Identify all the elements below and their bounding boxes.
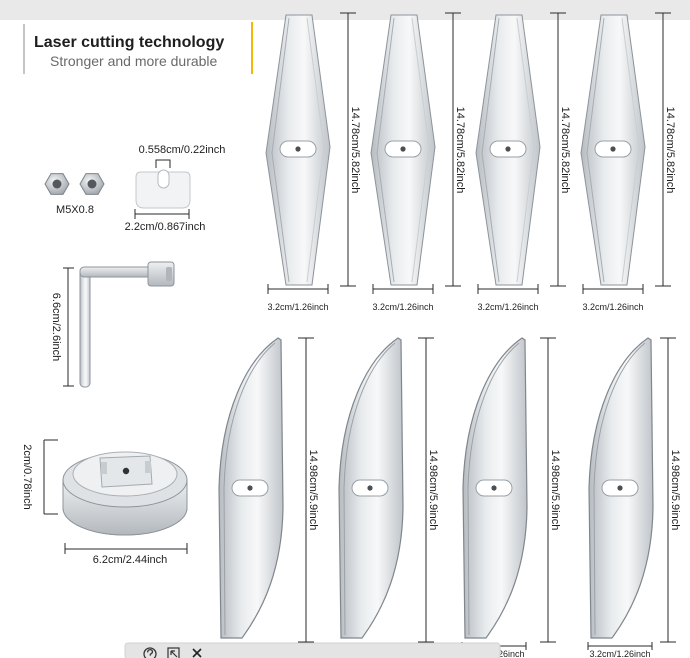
straight-blade-1-width-line <box>267 284 329 294</box>
curved-blade-3-body <box>462 337 528 639</box>
expand-icon[interactable] <box>167 647 180 658</box>
washer-hole-bracket <box>155 159 171 168</box>
curved-blades: 14.98cm/5.9inch 14.98cm/5.9inch 14.98cm/… <box>218 337 681 658</box>
l-wrench: 6.6cm/2.6inch <box>50 261 175 388</box>
straight-blade-2: 14.78cm/5.82inch 3.2cm/1.26inch <box>370 12 466 312</box>
straight-blade-3-width-line <box>477 284 539 294</box>
washer-body <box>135 171 191 209</box>
nut-1-hole <box>52 179 62 189</box>
straight-blade-1-width-label: 3.2cm/1.26inch <box>267 302 328 312</box>
wrench-length-line <box>63 267 74 387</box>
straight-blade-2-length-line <box>445 12 461 287</box>
curved-blade-4: 14.98cm/5.9inch 3.2cm/1.26inch <box>587 337 681 658</box>
viewer-toolbar <box>124 642 501 658</box>
expand-icon-frame <box>167 647 180 658</box>
curved-blade-1: 14.98cm/5.9inch <box>218 337 319 643</box>
callout-title: Laser cutting technology <box>34 34 224 51</box>
washer-slot <box>157 169 170 189</box>
blade-base: 2cm/0.78inch 6.2cm/2.44inch <box>21 439 188 566</box>
top-band <box>0 0 690 20</box>
washer-width-label: 2.2cm/0.867inch <box>125 221 206 233</box>
help-icon-glyph <box>146 648 154 656</box>
straight-blade-2-width-line <box>372 284 434 294</box>
straight-blade-4: 14.78cm/5.82inch 3.2cm/1.26inch <box>580 12 676 312</box>
curved-blade-3: 14.98cm/5.9inch 3.2cm/1.26inch <box>461 337 561 658</box>
curved-blade-2-length-label: 14.98cm/5.9inch <box>427 450 439 531</box>
help-icon-ring <box>143 647 157 658</box>
curved-blade-4-length-line <box>660 337 676 643</box>
straight-blade-2-width-label: 3.2cm/1.26inch <box>372 302 433 312</box>
straight-blade-1: 14.78cm/5.82inch 3.2cm/1.26inch <box>265 12 361 312</box>
wrench-shaft <box>79 270 91 388</box>
washer-width-line <box>134 209 190 219</box>
straight-blade-3: 14.78cm/5.82inch 3.2cm/1.26inch <box>475 12 571 312</box>
help-icon[interactable] <box>143 647 157 658</box>
wrench-socket-hole <box>166 267 172 281</box>
straight-blade-3-body <box>475 14 541 286</box>
wrench-arm <box>79 266 157 278</box>
callout-subtitle: Stronger and more durable <box>50 53 218 69</box>
nuts: M5X0.8 <box>44 173 105 216</box>
expand-icon-arrow <box>170 650 178 658</box>
straight-blade-4-body <box>580 14 646 286</box>
straight-blade-3-width-label: 3.2cm/1.26inch <box>477 302 538 312</box>
nut-2-hole <box>87 179 97 189</box>
straight-blade-4-width-label: 3.2cm/1.26inch <box>582 302 643 312</box>
straight-blade-4-length-line <box>655 12 671 287</box>
curved-blade-4-width-line <box>587 642 653 650</box>
feature-callout: Laser cutting technology Stronger and mo… <box>23 22 253 74</box>
base-notch-left <box>101 462 107 474</box>
curved-blade-1-length-label: 14.98cm/5.9inch <box>307 450 319 531</box>
washer: 0.558cm/0.22inch 2.2cm/0.867inch <box>125 144 226 233</box>
base-width-label: 6.2cm/2.44inch <box>93 554 168 566</box>
curved-blade-1-body <box>218 337 284 639</box>
curved-blade-4-width-label: 3.2cm/1.26inch <box>589 649 650 658</box>
curved-blade-4-body <box>588 337 654 639</box>
base-height-line <box>43 439 58 515</box>
curved-blade-2-body <box>338 337 404 639</box>
base-notch-right <box>145 461 151 473</box>
close-icon-glyph <box>192 648 202 658</box>
straight-blade-1-length-label: 14.78cm/5.82inch <box>349 107 361 194</box>
nut-size-label: M5X0.8 <box>56 204 94 216</box>
toolbar-background <box>124 642 501 658</box>
straight-blade-2-length-label: 14.78cm/5.82inch <box>454 107 466 194</box>
close-icon[interactable] <box>192 648 202 658</box>
curved-blade-2-length-line <box>418 337 434 643</box>
curved-blade-3-length-line <box>540 337 556 643</box>
straight-blade-1-body <box>265 14 331 286</box>
base-center-hole <box>122 467 130 475</box>
straight-blades: 14.78cm/5.82inch 3.2cm/1.26inch 14.78cm/… <box>265 12 676 312</box>
curved-blade-1-length-line <box>298 337 314 643</box>
curved-blade-4-length-label: 14.98cm/5.9inch <box>669 450 681 531</box>
straight-blade-3-length-label: 14.78cm/5.82inch <box>559 107 571 194</box>
straight-blade-3-length-line <box>550 12 566 287</box>
straight-blade-4-length-label: 14.78cm/5.82inch <box>664 107 676 194</box>
straight-blade-4-width-line <box>582 284 644 294</box>
wrench-length-label: 6.6cm/2.6inch <box>50 293 62 361</box>
base-height-label: 2cm/0.78inch <box>21 444 33 509</box>
straight-blade-2-body <box>370 14 436 286</box>
straight-blade-1-length-line <box>340 12 356 287</box>
curved-blade-2: 14.98cm/5.9inch <box>338 337 439 643</box>
washer-hole-label: 0.558cm/0.22inch <box>139 144 226 156</box>
base-width-line <box>64 543 188 554</box>
curved-blade-3-length-label: 14.98cm/5.9inch <box>549 450 561 531</box>
